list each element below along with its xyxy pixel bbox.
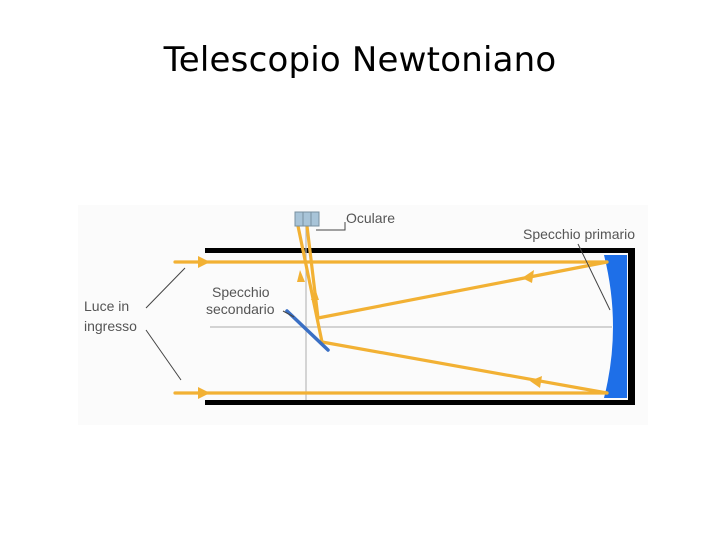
- light-rays: [173, 224, 609, 395]
- leader-light-top: [145, 267, 186, 309]
- label-secondary-mirror-line1: Specchio: [212, 284, 270, 300]
- arrow-up-2: [297, 270, 305, 282]
- ray-top-reflected: [316, 260, 609, 320]
- leader-primary: [577, 243, 611, 311]
- ray-to-eyepiece-2: [296, 224, 324, 344]
- tube-bottom-wall: [205, 400, 635, 405]
- eyepiece-icon: [294, 211, 320, 227]
- arrow-top-incoming: [198, 256, 210, 268]
- tube-back-wall: [628, 248, 635, 405]
- telescope-tube: [205, 248, 635, 405]
- tube-top-wall: [205, 248, 635, 253]
- slide-title: Telescopio Newtoniano: [163, 40, 557, 80]
- arrow-bottom-incoming: [198, 387, 210, 399]
- arrow-up-1: [311, 288, 319, 300]
- primary-mirror: [604, 255, 627, 398]
- figure-background: [78, 205, 648, 425]
- leader-light-bottom: [145, 329, 182, 381]
- leader-eyepiece: [316, 222, 346, 231]
- ray-to-eyepiece-1: [305, 224, 320, 320]
- arrow-bottom-return: [530, 376, 542, 388]
- label-secondary-mirror-line2: secondario: [206, 301, 275, 317]
- secondary-mirror: [285, 309, 330, 352]
- leader-lines: [145, 222, 611, 381]
- ray-arrows: [198, 256, 542, 399]
- label-incoming-light-line1: Luce in: [84, 298, 129, 314]
- label-incoming-light-line2: ingresso: [84, 318, 137, 334]
- label-eyepiece: Oculare: [346, 210, 395, 226]
- label-primary-mirror: Specchio primario: [523, 226, 635, 242]
- arrow-top-return: [522, 270, 534, 283]
- ray-bottom-reflected: [320, 340, 609, 395]
- leader-secondary: [282, 310, 295, 318]
